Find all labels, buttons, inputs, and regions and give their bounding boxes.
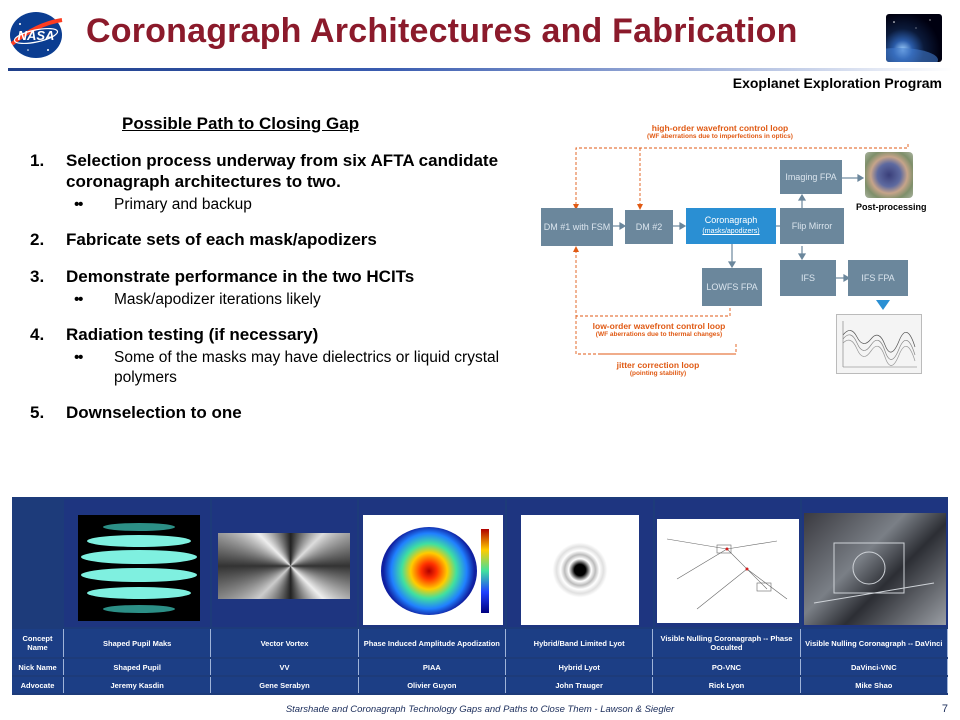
- shaped-pupil-image: [64, 499, 210, 627]
- spectrum-plot-image: [836, 314, 922, 374]
- table-row-concept: Concept Name Shaped Pupil Maks Vector Vo…: [12, 629, 948, 657]
- plan-bullet: •Mask/apodizer iterations likely: [30, 290, 520, 310]
- plan-step: 1. Selection process underway from six A…: [30, 150, 520, 215]
- flip-mirror-box: Flip Mirror: [780, 208, 844, 244]
- dm2-box: DM #2: [625, 210, 673, 244]
- plan-heading: Possible Path to Closing Gap: [122, 114, 360, 133]
- table-row-nick: Nick Name Shaped Pupil VV PIAA Hybrid Ly…: [12, 659, 948, 675]
- page-title: Coronagraph Architectures and Fabricatio…: [86, 12, 798, 50]
- plan-step: 3. Demonstrate performance in the two HC…: [30, 266, 520, 310]
- table-row-advocate: Advocate Jeremy Kasdin Gene Serabyn Oliv…: [12, 677, 948, 693]
- control-loop-diagram: high-order wavefront control loop (WF ab…: [540, 118, 940, 386]
- nasa-logo: NASA: [10, 12, 63, 58]
- ifs-fpa-box: IFS FPA: [848, 260, 908, 296]
- post-processing-label: Post-processing: [856, 202, 927, 212]
- low-order-loop-label: low-order wavefront control loop (WF abe…: [592, 321, 726, 338]
- footer-citation: Starshade and Coronagraph Technology Gap…: [285, 704, 675, 715]
- diagram-lines: [573, 144, 909, 355]
- coronagraph-box: Coronagraph (masks/apodizers): [686, 208, 776, 244]
- po-vnc-image: [654, 499, 801, 627]
- concept-images: [64, 499, 949, 627]
- plan-bullet: •Primary and backup: [30, 195, 520, 215]
- concepts-table: Concept Name Shaped Pupil Maks Vector Vo…: [12, 497, 949, 695]
- ifs-box: IFS: [780, 260, 836, 296]
- hybrid-lyot-image: [507, 499, 653, 627]
- svg-text:NASA: NASA: [18, 28, 55, 43]
- dm1-box: DM #1 with FSM: [541, 208, 613, 246]
- plan-bullet: •Some of the masks may have dielectrics …: [30, 348, 520, 388]
- plan-step: 4. Radiation testing (if necessary) •Som…: [30, 324, 520, 388]
- plan-step: 5. Downselection to one: [30, 403, 242, 422]
- lowfs-fpa-box: LOWFS FPA: [702, 268, 762, 306]
- plan-list: 1. Selection process underway from six A…: [30, 150, 520, 435]
- jitter-loop-label: jitter correction loop (pointing stabili…: [616, 360, 700, 377]
- davinci-vnc-image: [802, 499, 949, 627]
- earth-image: [886, 14, 942, 62]
- vector-vortex-image: [211, 499, 358, 627]
- post-processing-image: [865, 152, 913, 198]
- piaa-image: [359, 499, 506, 627]
- program-name: Exoplanet Exploration Program: [732, 75, 942, 91]
- high-order-loop-label: high-order wavefront control loop (WF ab…: [647, 123, 793, 140]
- plan-step: 2. Fabricate sets of each mask/apodizers: [30, 230, 377, 249]
- page-number: 7: [941, 703, 948, 715]
- header-rule: [8, 68, 952, 71]
- imaging-fpa-box: Imaging FPA: [780, 160, 842, 194]
